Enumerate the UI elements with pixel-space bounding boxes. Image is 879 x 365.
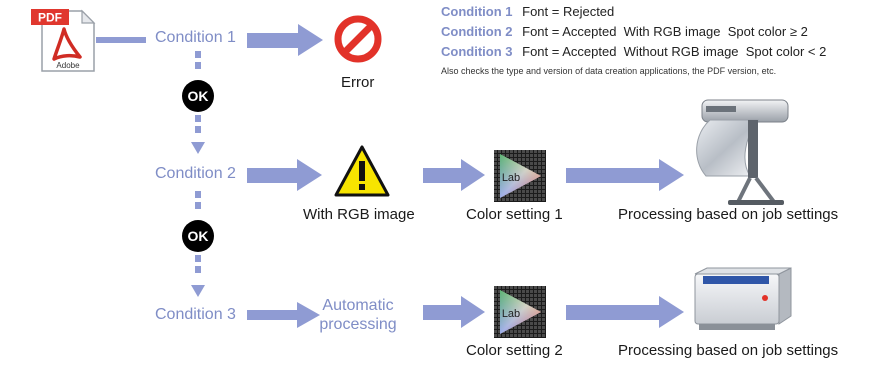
ok-badge-1: OK: [182, 80, 214, 112]
pdf-logo-label: Adobe: [56, 61, 80, 70]
warning-icon: [333, 144, 391, 199]
arrow-cond2-warning: [247, 159, 322, 191]
arrow-automatic-lab2: [423, 296, 485, 328]
lab-color-gamut-icon: Lab: [494, 286, 546, 338]
processing-2-label: Processing based on job settings: [618, 342, 839, 359]
large-format-printer-icon: [688, 96, 794, 208]
lab-text: Lab: [502, 172, 520, 184]
legend-item-3: Condition 3 Font = Accepted Without RGB …: [441, 44, 826, 64]
arrow-cond1-error: [247, 24, 323, 56]
arrow-lab2-platesetter: [566, 296, 684, 328]
legend-item-2: Condition 2 Font = Accepted With RGB ima…: [441, 24, 826, 44]
legend: Condition 1 Font = Rejected Condition 2 …: [441, 4, 826, 76]
arrow-cond3-automatic: [247, 302, 320, 328]
legend-item-1: Condition 1 Font = Rejected: [441, 4, 826, 24]
condition-3-label: Condition 3: [155, 306, 236, 323]
automatic-processing-label: Automatic processing: [310, 296, 406, 334]
connector-pdf-cond1: [96, 37, 146, 43]
automatic-line-1: Automatic: [322, 297, 394, 314]
legend-key-3: Condition 3: [441, 44, 513, 59]
legend-text-1: Font = Rejected: [522, 4, 615, 19]
arrow-lab1-printer: [566, 159, 684, 191]
color-setting-1-label: Color setting 1: [466, 206, 563, 223]
legend-text-2: Font = Accepted With RGB image Spot colo…: [522, 24, 808, 39]
pdf-file-icon: PDF Adobe: [28, 7, 100, 73]
automatic-line-2: processing: [319, 316, 397, 333]
legend-note: Also checks the type and version of data…: [441, 66, 777, 76]
condition-1-label: Condition 1: [155, 29, 236, 46]
error-label: Error: [341, 74, 375, 91]
lab-text: Lab: [502, 308, 520, 320]
legend-key-2: Condition 2: [441, 24, 513, 39]
error-prohibited-icon: [333, 14, 383, 64]
legend-text-3: Font = Accepted Without RGB image Spot c…: [522, 44, 827, 59]
plate-setter-icon: [693, 264, 793, 336]
dashed-path-cond1-cond2: [191, 51, 205, 154]
condition-2-label: Condition 2: [155, 165, 236, 182]
processing-1-label: Processing based on job settings: [618, 206, 839, 223]
color-setting-2-label: Color setting 2: [466, 342, 563, 359]
ok-badge-2: OK: [182, 220, 214, 252]
rgb-outcome-label: With RGB image: [303, 206, 415, 223]
legend-key-1: Condition 1: [441, 4, 513, 19]
pdf-badge-text: PDF: [38, 11, 62, 25]
arrow-warning-lab1: [423, 159, 485, 191]
lab-color-gamut-icon: Lab: [494, 150, 546, 202]
dashed-path-cond2-cond3: [191, 191, 205, 297]
